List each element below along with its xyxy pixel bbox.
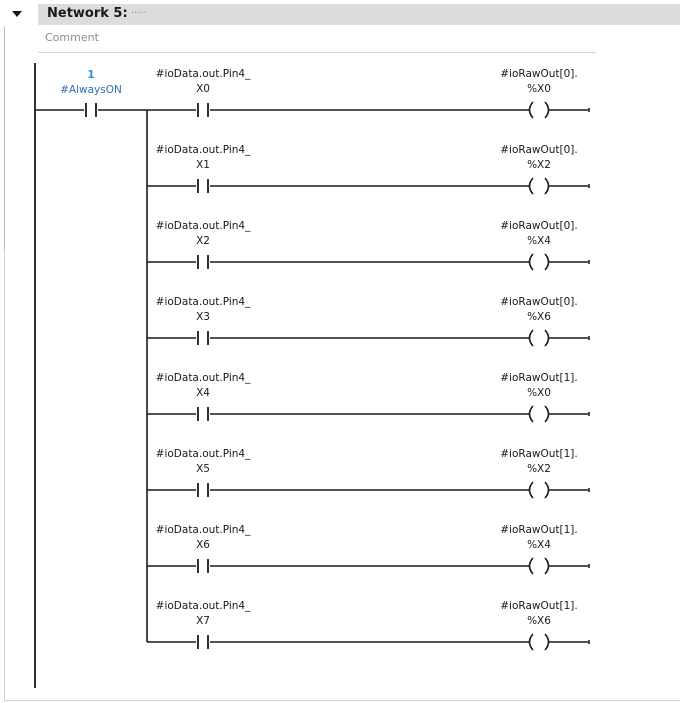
network-header: Network 5: .....	[0, 0, 680, 26]
coil-operand-line1[interactable]: #ioRawOut[0].	[500, 220, 577, 232]
coil-right-arc	[544, 481, 550, 499]
network-comment-row[interactable]: Comment	[38, 28, 596, 53]
raw-out-coil-5[interactable]	[528, 481, 550, 499]
coil-left-arc	[528, 329, 534, 347]
contact-operand-line2[interactable]: X5	[196, 463, 210, 475]
collapse-triangle-icon[interactable]	[11, 8, 23, 20]
coil-left-arc	[528, 633, 534, 651]
contact-operand-line1[interactable]: #ioData.out.Pin4_	[156, 372, 251, 384]
contact-operand-line1[interactable]: #ioData.out.Pin4_	[156, 68, 251, 80]
coil-operand-line2[interactable]: %X0	[527, 83, 551, 95]
contact-operand-line2[interactable]: X0	[196, 83, 210, 95]
network-comment-field[interactable]: Comment	[45, 31, 99, 44]
contact-operand-line2[interactable]: X2	[196, 235, 210, 247]
raw-out-coil-3[interactable]	[528, 329, 550, 347]
always-on-operand[interactable]: #AlwaysON	[60, 84, 122, 96]
pin-contact-1[interactable]	[197, 179, 209, 193]
coil-right-arc	[544, 101, 550, 119]
raw-out-coil-1[interactable]	[528, 177, 550, 195]
coil-right-arc	[544, 329, 550, 347]
contact-operand-line2[interactable]: X3	[196, 311, 210, 323]
coil-left-arc	[528, 253, 534, 271]
coil-left-arc	[528, 557, 534, 575]
contact-operand-line2[interactable]: X7	[196, 615, 210, 627]
network-bottom-border	[4, 700, 680, 701]
coil-operand-line1[interactable]: #ioRawOut[1].	[500, 448, 577, 460]
contact-operand-line1[interactable]: #ioData.out.Pin4_	[156, 144, 251, 156]
always-on-contact[interactable]	[85, 103, 97, 117]
network-gutter	[4, 26, 5, 250]
raw-out-coil-6[interactable]	[528, 557, 550, 575]
coil-right-arc	[544, 557, 550, 575]
coil-operand-line1[interactable]: #ioRawOut[1].	[500, 524, 577, 536]
network-title[interactable]: Network 5:	[47, 6, 128, 21]
coil-left-arc	[528, 405, 534, 423]
coil-operand-line2[interactable]: %X4	[527, 235, 551, 247]
coil-operand-line2[interactable]: %X0	[527, 387, 551, 399]
network-title-suffix[interactable]: .....	[131, 5, 147, 16]
contact-operand-line1[interactable]: #ioData.out.Pin4_	[156, 296, 251, 308]
coil-operand-line2[interactable]: %X2	[527, 159, 551, 171]
coil-left-arc	[528, 177, 534, 195]
contact-operand-line2[interactable]: X4	[196, 387, 210, 399]
always-on-index: 1	[87, 69, 94, 81]
contact-operand-line1[interactable]: #ioData.out.Pin4_	[156, 448, 251, 460]
raw-out-coil-0[interactable]	[528, 101, 550, 119]
coil-operand-line2[interactable]: %X4	[527, 539, 551, 551]
contact-operand-line1[interactable]: #ioData.out.Pin4_	[156, 220, 251, 232]
coil-left-arc	[528, 481, 534, 499]
coil-operand-line1[interactable]: #ioRawOut[0].	[500, 68, 577, 80]
coil-right-arc	[544, 405, 550, 423]
pin-contact-2[interactable]	[197, 255, 209, 269]
coil-left-arc	[528, 101, 534, 119]
pin-contact-4[interactable]	[197, 407, 209, 421]
pin-contact-3[interactable]	[197, 331, 209, 345]
coil-right-arc	[544, 177, 550, 195]
raw-out-coil-7[interactable]	[528, 633, 550, 651]
coil-operand-line1[interactable]: #ioRawOut[1].	[500, 600, 577, 612]
contact-operand-line1[interactable]: #ioData.out.Pin4_	[156, 600, 251, 612]
coil-operand-line1[interactable]: #ioRawOut[1].	[500, 372, 577, 384]
coil-right-arc	[544, 633, 550, 651]
pin-contact-5[interactable]	[197, 483, 209, 497]
coil-operand-line1[interactable]: #ioRawOut[0].	[500, 144, 577, 156]
raw-out-coil-4[interactable]	[528, 405, 550, 423]
contact-operand-line2[interactable]: X1	[196, 159, 210, 171]
contact-operand-line1[interactable]: #ioData.out.Pin4_	[156, 524, 251, 536]
network-header-band	[38, 4, 680, 25]
coil-operand-line2[interactable]: %X6	[527, 615, 551, 627]
coil-right-arc	[544, 253, 550, 271]
editor-left-border	[4, 26, 5, 700]
coil-operand-line2[interactable]: %X2	[527, 463, 551, 475]
pin-contact-0[interactable]	[197, 103, 209, 117]
pin-contact-7[interactable]	[197, 635, 209, 649]
coil-operand-line2[interactable]: %X6	[527, 311, 551, 323]
raw-out-coil-2[interactable]	[528, 253, 550, 271]
contact-operand-line2[interactable]: X6	[196, 539, 210, 551]
coil-operand-line1[interactable]: #ioRawOut[0].	[500, 296, 577, 308]
pin-contact-6[interactable]	[197, 559, 209, 573]
